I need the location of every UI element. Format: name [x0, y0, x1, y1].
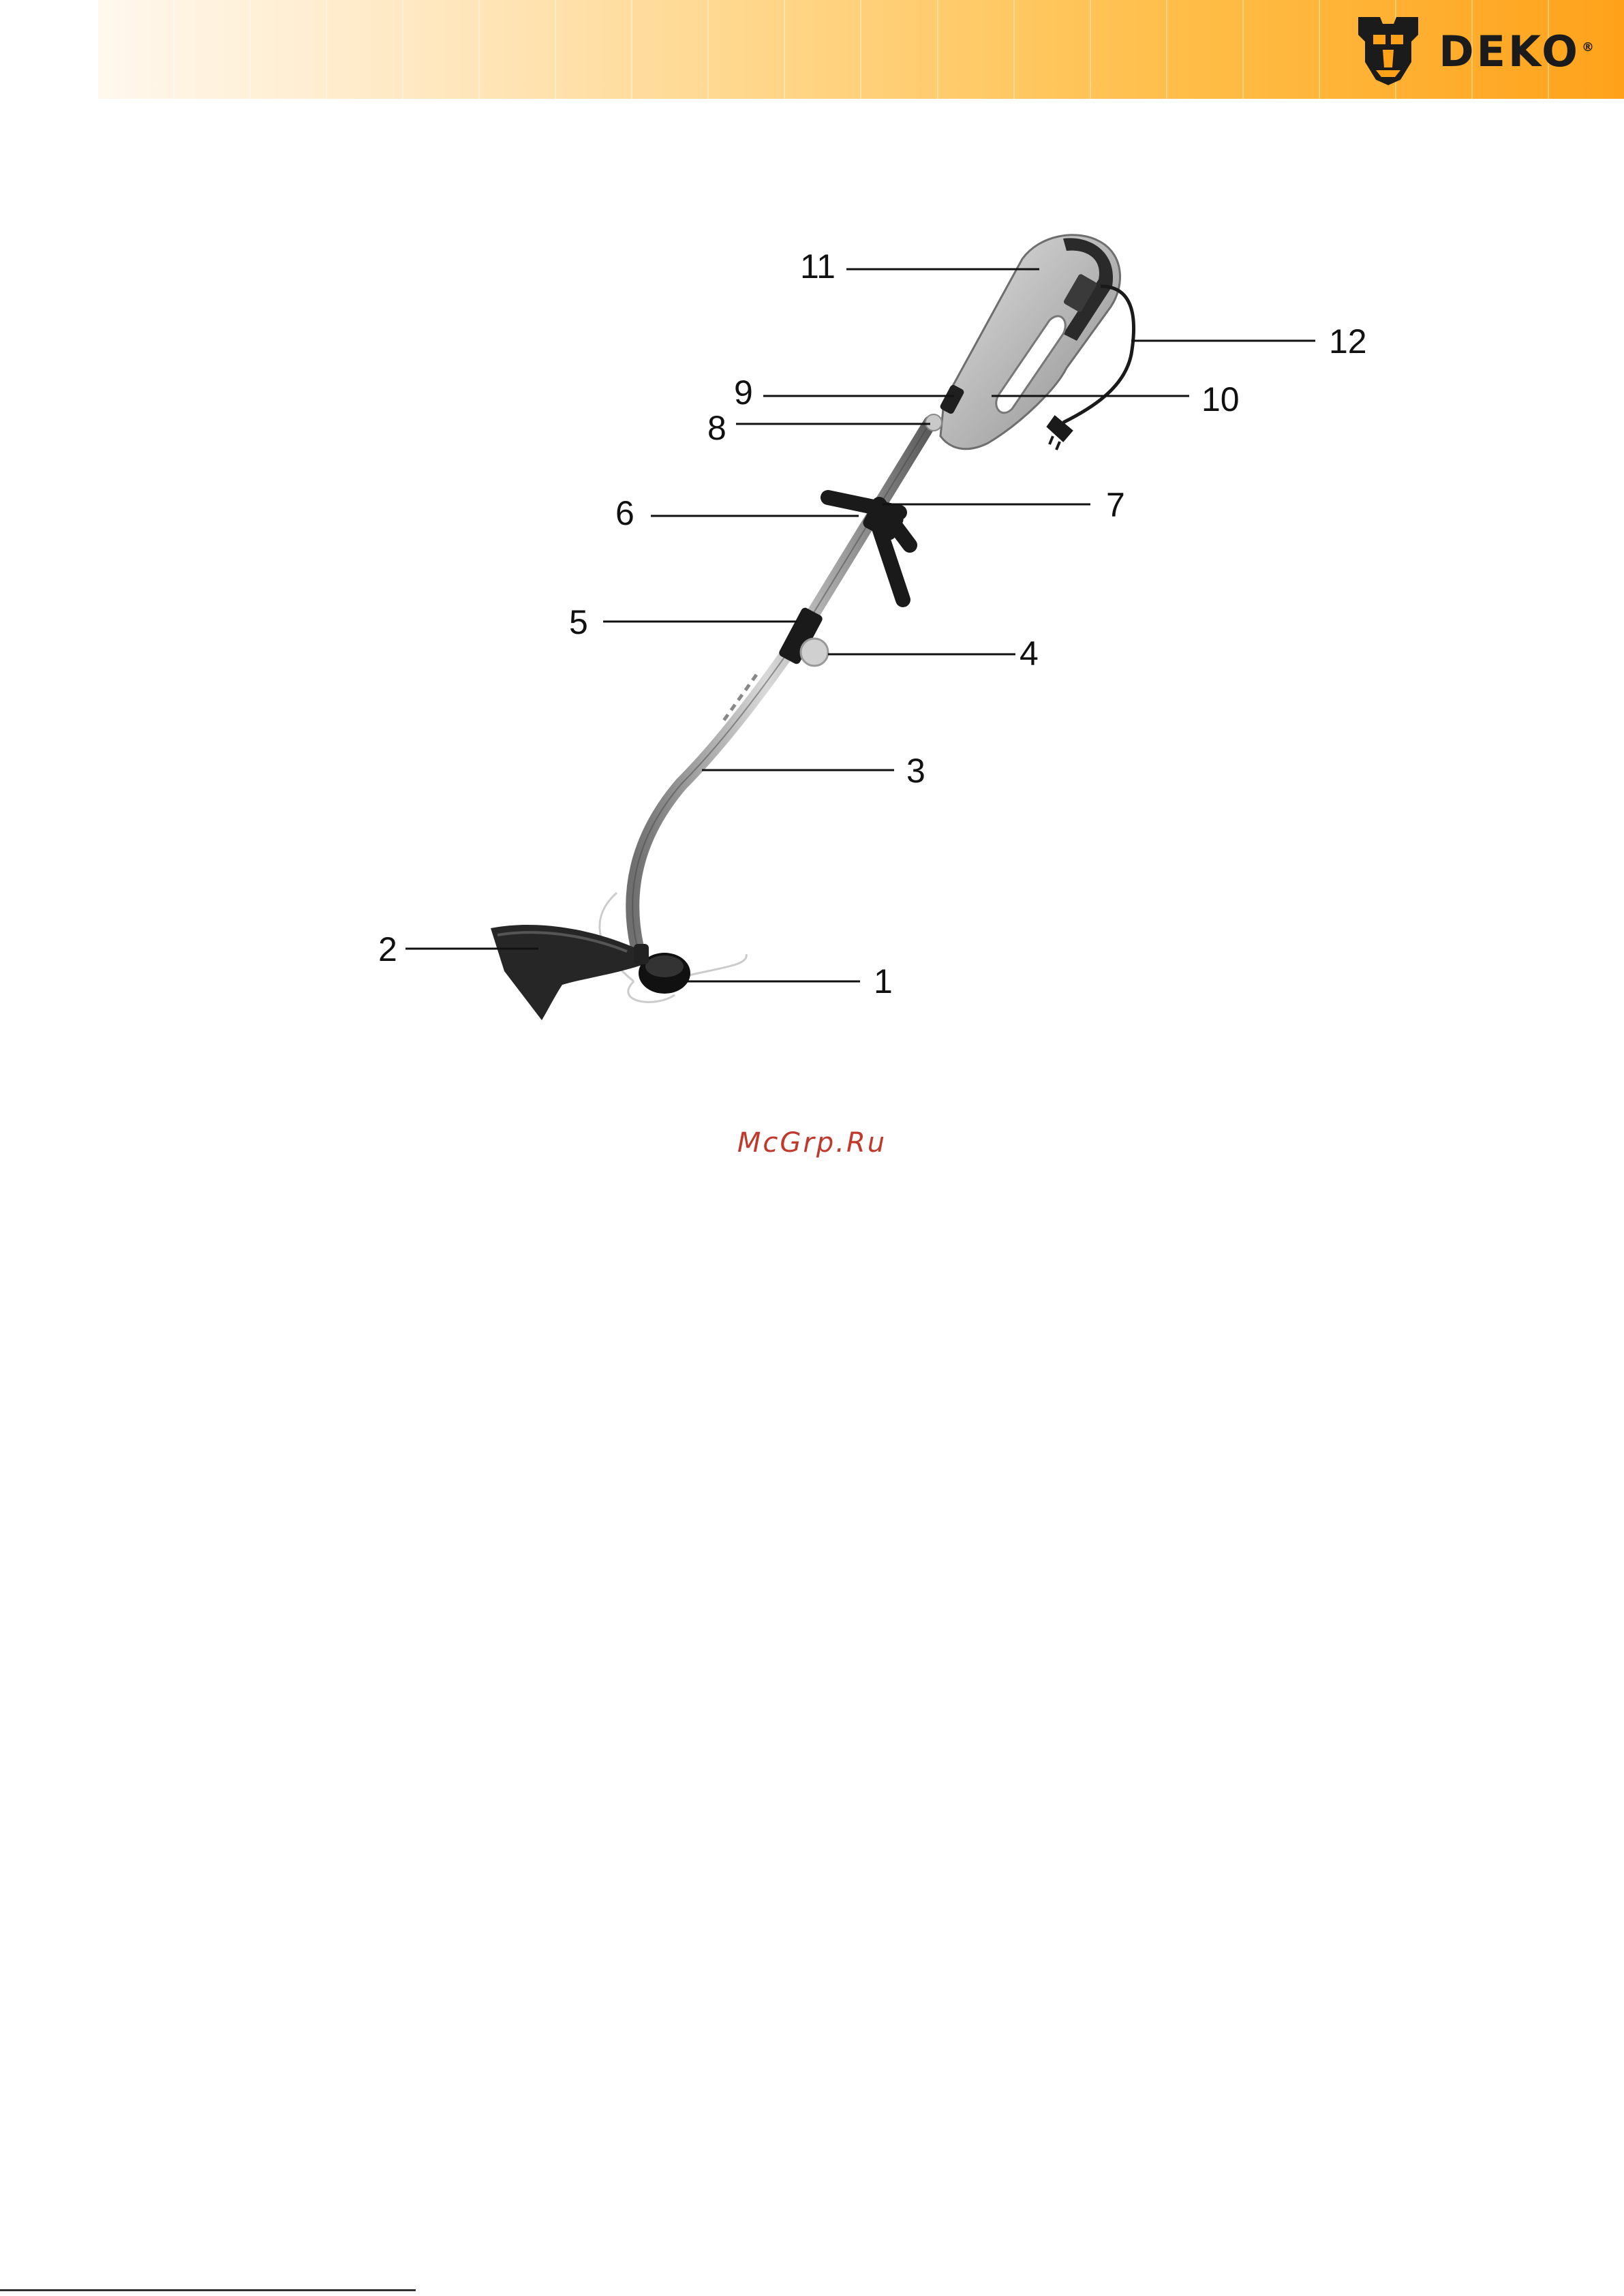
leader-lines [405, 269, 1315, 981]
callout-12: 12 [1329, 322, 1367, 361]
callout-5: 5 [569, 603, 588, 641]
callout-6: 6 [615, 494, 634, 532]
callout-11: 11 [800, 247, 836, 286]
callout-2: 2 [378, 930, 397, 968]
callout-8: 8 [707, 409, 726, 447]
motor-housing [940, 235, 1120, 449]
callout-7: 7 [1106, 486, 1125, 524]
callout-4: 4 [1020, 634, 1039, 673]
safety-guard [491, 925, 644, 1020]
locking-knob [801, 639, 828, 666]
footer-rule [0, 2289, 416, 2291]
callout-3: 3 [906, 752, 925, 790]
callout-10: 10 [1201, 380, 1240, 418]
callout-1: 1 [874, 962, 893, 1000]
shaft-release [925, 414, 942, 431]
callout-9: 9 [734, 373, 753, 412]
watermark-text: McGrp.Ru [0, 1127, 1624, 1159]
